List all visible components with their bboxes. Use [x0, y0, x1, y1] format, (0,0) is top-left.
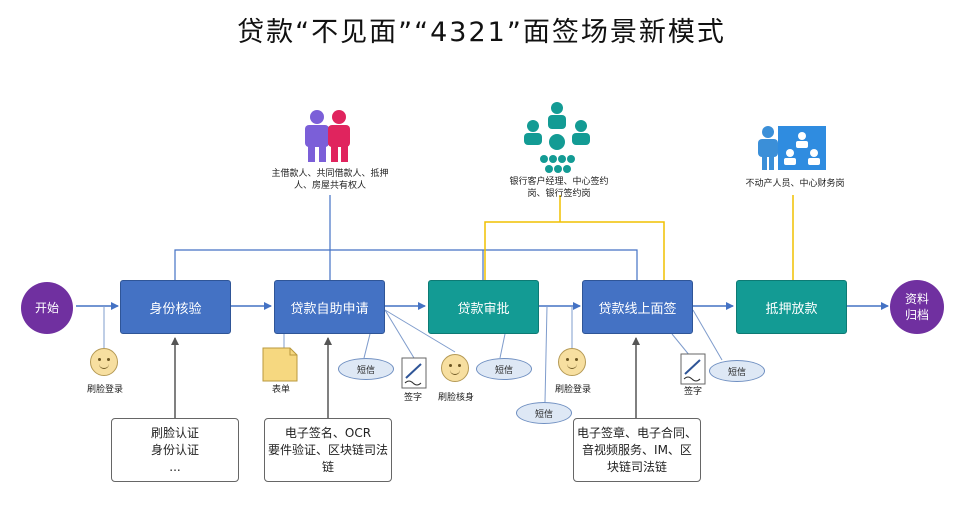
apply-note-line-3: 链 — [321, 459, 334, 474]
form-label: 表单 — [271, 385, 290, 395]
sign-note-line-3: 块链司法链 — [606, 459, 667, 474]
borrowers-label: 主借款人、共同借款人、抵押人、房屋共有权人 — [271, 169, 389, 191]
face-login-label-2: 刷脸登录 — [554, 385, 591, 395]
identity-note-line-3: ... — [169, 459, 181, 474]
signature-label-2: 签字 — [683, 387, 702, 397]
sign-note-line-2: 音视频服务、IM、区 — [582, 442, 692, 457]
sms-connector-4 — [692, 309, 723, 361]
sms-badge-3: 短信 — [516, 402, 572, 424]
online-sign-node[interactable]: 贷款线上面签 — [582, 280, 693, 334]
face-verify-icon — [441, 354, 469, 382]
bank-connector — [484, 221, 665, 280]
signature-connector-2 — [671, 333, 691, 357]
sms-badge-1: 短信 — [338, 358, 394, 380]
mortgage-release-node[interactable]: 抵押放款 — [736, 280, 847, 334]
start-node[interactable]: 开始 — [21, 282, 73, 334]
center-staff-label: 不动产人员、中心财务岗 — [745, 179, 845, 189]
borrower-people-icon — [305, 110, 350, 162]
apply-tech-note: 电子签名、OCR 要件验证、区块链司法 链 — [264, 418, 392, 482]
signature-label-1: 签字 — [403, 393, 422, 403]
sms-connector-3 — [544, 305, 548, 403]
sms-badge-4: 短信 — [709, 360, 765, 382]
apply-note-line-2: 要件验证、区块链司法 — [267, 442, 388, 457]
loan-apply-node[interactable]: 贷款自助申请 — [274, 280, 385, 334]
identity-note-line-2: 身份认证 — [150, 442, 199, 457]
loan-approve-node[interactable]: 贷款审批 — [428, 280, 539, 334]
face-verify-connector — [384, 309, 456, 353]
sign-tech-note: 电子签章、电子合同、 音视频服务、IM、区 块链司法链 — [573, 418, 701, 482]
signature-connector-1 — [384, 309, 415, 359]
archive-node[interactable]: 资料归档 — [890, 280, 944, 334]
sms-connector-2 — [499, 333, 506, 359]
identity-note-line-1: 刷脸认证 — [150, 425, 199, 440]
face-login-icon-2 — [558, 348, 586, 376]
sign-note-line-1: 电子签章、电子合同、 — [576, 425, 697, 440]
apply-note-line-1: 电子签名、OCR — [284, 425, 372, 440]
bank-team-icon — [524, 102, 590, 173]
face-login-icon-1 — [90, 348, 118, 376]
identity-verify-node[interactable]: 身份核验 — [120, 280, 231, 334]
sms-badge-2: 短信 — [476, 358, 532, 380]
signature-icon-1 — [401, 357, 427, 389]
form-document-icon — [262, 347, 298, 382]
borrower-connector — [174, 249, 638, 280]
page-title: 贷款“不见面”“4321”面签场景新模式 — [237, 17, 726, 48]
sms-connector-1 — [363, 333, 371, 359]
signature-icon-2 — [680, 353, 706, 385]
identity-methods-note: 刷脸认证 身份认证 ... — [111, 418, 239, 482]
bank-staff-label: 银行客户经理、中心签约岗、银行签约岗 — [509, 177, 609, 199]
face-login-label-1: 刷脸登录 — [86, 385, 123, 395]
center-staff-icon — [758, 126, 826, 170]
face-verify-label: 刷脸核身 — [437, 393, 474, 403]
